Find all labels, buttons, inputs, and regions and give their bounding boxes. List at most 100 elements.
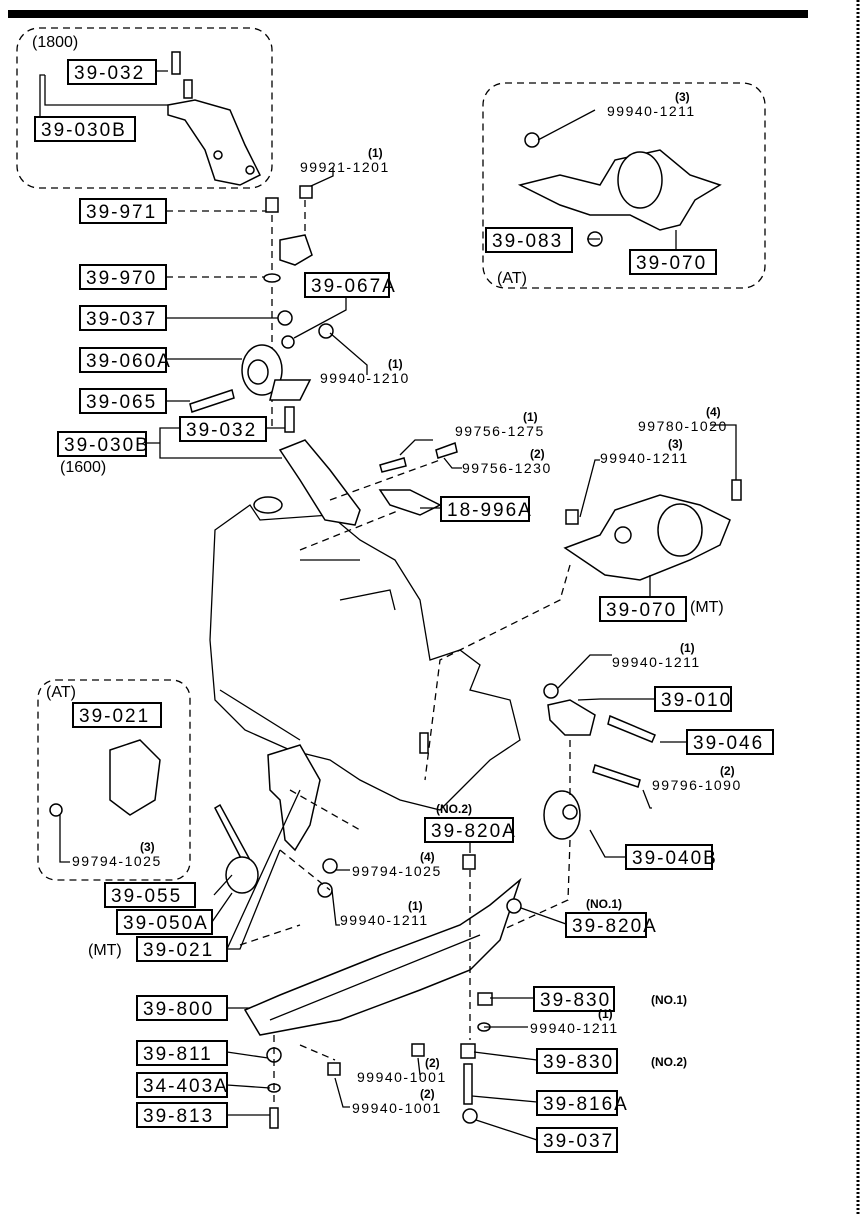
part-box-39-046: 39-046	[686, 729, 774, 755]
part-box-39-820a: 39-820A	[424, 817, 517, 843]
part-number: 39-046	[693, 733, 764, 754]
callout-quantity: (1)	[408, 899, 423, 913]
part-box-39-010: 39-010	[654, 686, 732, 712]
part-box-39-050a: 39-050A	[116, 909, 213, 935]
part-box-frame	[136, 995, 228, 1021]
callout-part-number: 99756-1275	[455, 423, 545, 439]
part-number: 39-070	[606, 600, 677, 621]
callout-quantity: (1)	[368, 146, 383, 160]
upper-mount-stack	[189, 185, 458, 551]
group-1800-outline	[16, 27, 273, 189]
callout-quantity: (3)	[675, 90, 690, 104]
part-box-39-065: 39-065	[79, 388, 167, 414]
part-box-39-800: 39-800	[136, 995, 228, 1021]
note-mt-39-070: (MT)	[690, 599, 724, 616]
part-box-frame	[79, 305, 167, 331]
part-box-frame	[136, 1040, 228, 1066]
part-box-39-032: 39-032	[67, 59, 157, 85]
callout-part-number: 99794-1025	[72, 853, 162, 869]
callout-quantity: (4)	[706, 405, 721, 419]
callout-part-number: 99921-1201	[300, 159, 390, 175]
callout-99780-1020: 99780-1020(4)	[638, 405, 728, 434]
part-box-39-037: 39-037	[79, 305, 167, 331]
part-box-frame	[72, 702, 162, 728]
part-box-frame	[79, 264, 167, 290]
part-number: 39-021	[143, 940, 214, 961]
callout-99940-1211: 99940-1211(1)	[340, 899, 427, 928]
group-label-at-left: (AT)	[46, 684, 76, 701]
part-number: 39-037	[543, 1131, 614, 1152]
callout-quantity: (2)	[420, 1087, 435, 1101]
callout-99756-1275: 99756-1275(1)	[455, 410, 545, 439]
callout-99794-1025: 99794-1025(3)	[72, 840, 162, 869]
part-box-frame	[625, 844, 713, 870]
part-number: 39-813	[143, 1106, 214, 1127]
part-box-frame	[536, 1127, 618, 1153]
part-box-frame	[654, 686, 732, 712]
callout-99796-1090: 99796-1090(2)	[652, 764, 742, 793]
part-number: 39-811	[143, 1044, 213, 1065]
part-number: 39-065	[86, 392, 157, 413]
part-box-39-970: 39-970	[79, 264, 167, 290]
callout-99940-1211: 99940-1211(3)	[600, 437, 687, 466]
part-box-frame	[136, 1102, 228, 1128]
part-number: 39-067A	[311, 276, 397, 297]
part-box-frame	[67, 59, 157, 85]
part-box-frame	[136, 936, 228, 962]
callout-part-number: 99940-1210	[320, 370, 410, 386]
note-no2-830: (NO.2)	[651, 1055, 687, 1069]
callout-part-number: 99780-1020	[638, 418, 728, 434]
callout-99794-1025: 99794-1025(4)	[352, 850, 442, 879]
group-labels: (1800) (1600) (AT) (AT) (MT) (MT) (NO.2)…	[32, 34, 724, 1069]
part-box-frame	[533, 986, 615, 1012]
part-number: 39-037	[86, 309, 157, 330]
callout-quantity: (1)	[680, 641, 695, 655]
callout-part-number: 99794-1025	[352, 863, 442, 879]
part-number: 39-820A	[431, 821, 517, 842]
part-box-frame	[34, 116, 136, 142]
callout-99921-1201: 99921-1201(1)	[300, 146, 390, 175]
part-number: 39-816A	[543, 1094, 629, 1115]
callout-99940-1211: 99940-1211(1)	[612, 641, 701, 670]
header-bar	[8, 10, 808, 18]
part-box-39-021: 39-021	[136, 936, 228, 962]
mount-right	[479, 683, 656, 941]
part-box-frame	[116, 909, 213, 935]
part-number: 39-032	[74, 63, 145, 84]
callout-part-number: 99796-1090	[652, 777, 742, 793]
part-number: 39-800	[143, 999, 214, 1020]
part-box-frame	[424, 817, 514, 843]
part-number: 39-083	[492, 231, 563, 252]
part-number: 39-971	[86, 202, 157, 223]
part-box-39-030b: 39-030B	[57, 431, 148, 457]
part-box-39-060a: 39-060A	[79, 347, 170, 373]
note-no2-820a: (NO.2)	[436, 802, 472, 816]
callout-quantity: (2)	[720, 764, 735, 778]
part-number: 39-830	[543, 1052, 614, 1073]
part-box-frame	[536, 1048, 618, 1074]
callout-quantity: (1)	[598, 1007, 613, 1021]
part-box-34-403a: 34-403A	[136, 1072, 229, 1098]
callout-99940-1210: 99940-1210(1)	[320, 357, 410, 386]
part-number: 39-970	[86, 268, 157, 289]
part-box-39-811: 39-811	[136, 1040, 228, 1066]
part-box-39-813: 39-813	[136, 1102, 228, 1128]
part-box-39-830: 39-830	[533, 986, 615, 1012]
note-no1-820a: (NO.1)	[586, 897, 622, 911]
part-box-frame	[104, 882, 196, 908]
callout-labels: 99921-1201(1)99940-1211(3)99940-1210(1)9…	[72, 90, 742, 1116]
part-box-frame	[79, 388, 167, 414]
part-box-frame	[536, 1090, 618, 1116]
part-box-39-030b: 39-030B	[34, 116, 136, 142]
part-number: 34-403A	[143, 1076, 229, 1097]
callout-99940-1001: 99940-1001(2)	[352, 1087, 440, 1116]
part-number: 39-030B	[41, 120, 127, 141]
callout-quantity: (2)	[530, 447, 545, 461]
callout-part-number: 99940-1211	[612, 654, 701, 670]
part-box-frame	[485, 227, 573, 253]
part-number: 39-055	[111, 886, 182, 907]
part-box-39-040b: 39-040B	[625, 844, 716, 870]
note-no1-830: (NO.1)	[651, 993, 687, 1007]
part-number: 39-050A	[123, 913, 209, 934]
